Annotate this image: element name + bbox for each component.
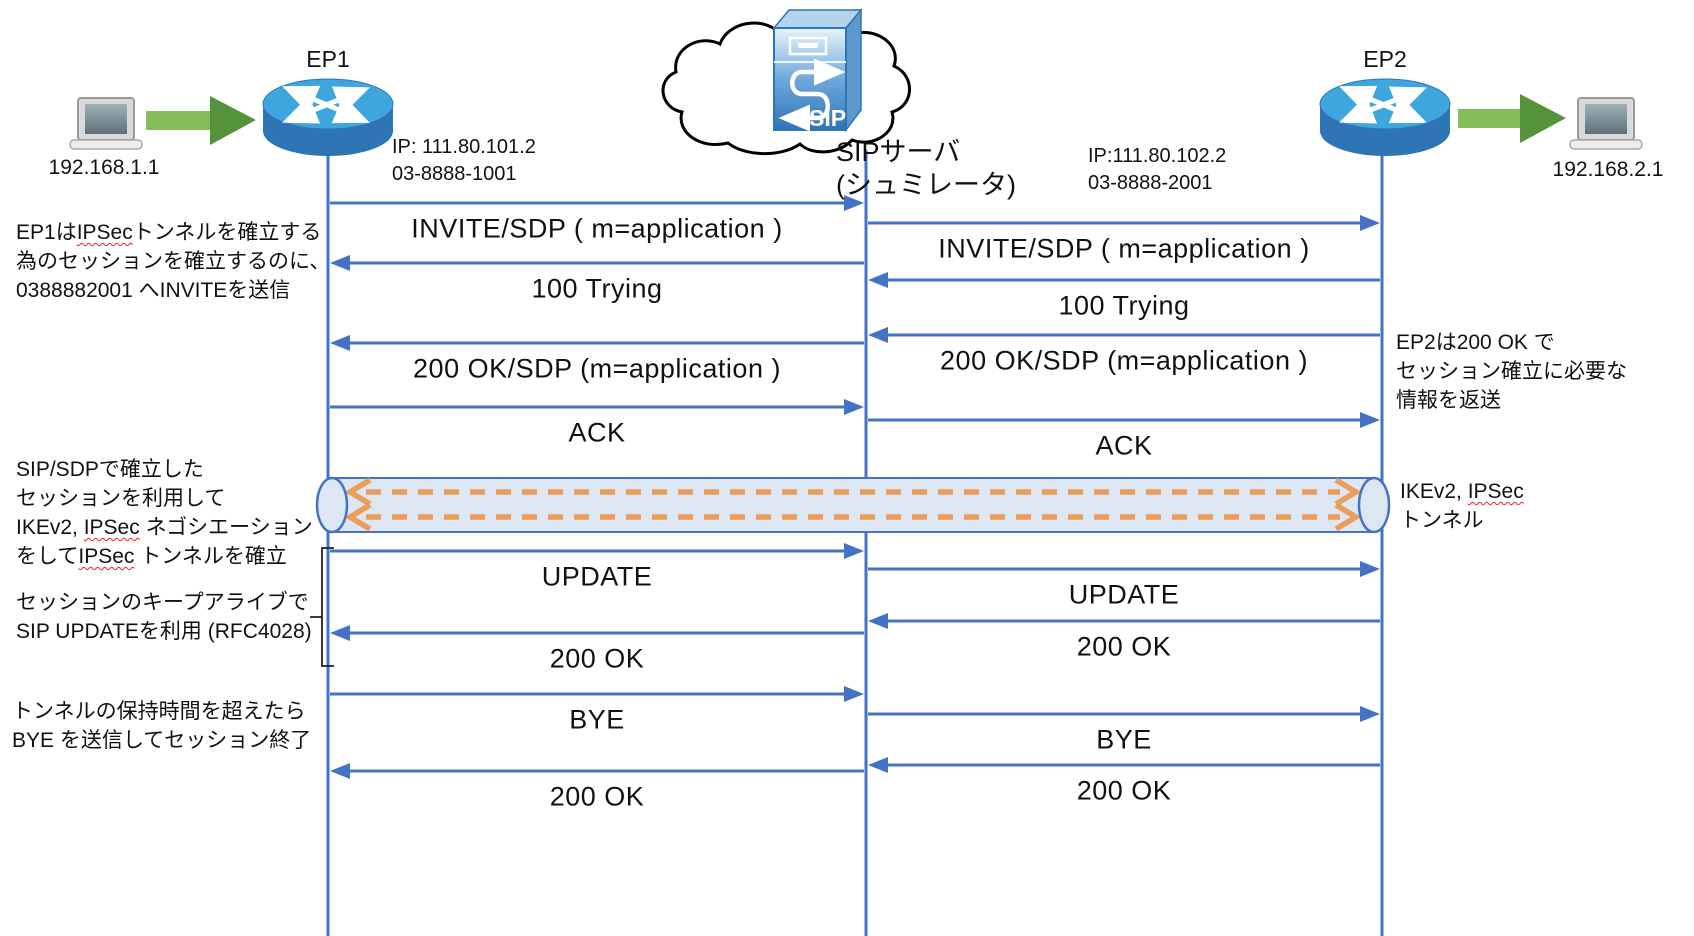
server-slot-glyph <box>788 36 828 56</box>
ep2-router-icon <box>1319 78 1451 156</box>
ep2-label: EP2 <box>1363 46 1407 72</box>
message-label: BYE <box>569 704 625 735</box>
message-label: 200 OK <box>549 643 645 674</box>
message-arrow-ack <box>330 399 864 415</box>
message-label: 200 OK <box>1076 631 1172 662</box>
note-text: SIP/SDPで確立した <box>16 458 204 481</box>
keepalive-bracket <box>310 547 334 667</box>
sip-server-label: SIPサーバ (シュミレータ) <box>836 136 1016 202</box>
note-text: EP2は200 OK で <box>1396 331 1555 354</box>
message-arrow-100-trying <box>330 255 864 271</box>
ep2-info-number: 03-8888-2001 <box>1088 172 1213 194</box>
message-arrow-200-ok <box>330 763 864 779</box>
message-arrow-200-ok <box>868 613 1380 629</box>
underlined-term: IPSec <box>76 221 133 244</box>
message-arrow-invite-sdp-m-application- <box>330 195 864 211</box>
message-arrow-200-ok <box>868 757 1380 773</box>
sip-server-label-line1: SIPサーバ <box>836 137 961 167</box>
message-label: 200 OK <box>1076 775 1172 806</box>
tunnel-end-right <box>1357 476 1391 534</box>
message-arrow-invite-sdp-m-application- <box>868 215 1380 231</box>
sip-s-arrow-glyph <box>778 58 846 132</box>
ep1-info-ip: IP: 111.80.101.2 <box>392 136 536 158</box>
router-arrows-glyph <box>282 85 370 124</box>
tunnel-dashed-arrows <box>344 477 1362 532</box>
message-arrow-200-ok-sdp-m-application- <box>868 327 1380 343</box>
message-arrow-bye <box>330 686 864 702</box>
left-host-ip: 192.168.1.1 <box>48 156 160 179</box>
left-annotation-3: セッションのキープアライブで SIP UPDATEを利用 (RFC4028) <box>16 588 312 646</box>
lifelines <box>326 150 1384 936</box>
message-label: 200 OK/SDP (m=application ) <box>413 353 781 384</box>
message-arrow-update <box>868 561 1380 577</box>
message-arrow-ack <box>868 412 1380 428</box>
underlined-term: IPSec <box>83 516 140 539</box>
ep2-info: IP:111.80.102.2 03-8888-2001 <box>1088 143 1226 197</box>
note-text: トンネルを確立する <box>132 221 322 244</box>
message-label: 200 OK <box>549 781 645 812</box>
note-text: セッションを利用して <box>16 487 226 510</box>
right-green-arrow <box>1458 94 1566 143</box>
sip-icon-label: SIP <box>809 105 846 131</box>
tunnel-end-left <box>315 476 349 534</box>
note-text: IKEv2, <box>1400 480 1468 503</box>
message-label: 100 Trying <box>1058 290 1190 321</box>
note-text: をして <box>16 545 79 568</box>
tunnel-arrowhead-left-bottom <box>344 502 372 532</box>
sip-server-icon: SIP <box>772 7 863 133</box>
message-label: ACK <box>1095 430 1153 461</box>
ep1-info-number: 03-8888-1001 <box>392 163 517 185</box>
right-host-laptop-icon <box>1569 97 1643 150</box>
note-text: 0388882001 へINVITEを送信 <box>16 279 291 302</box>
message-label: 200 OK/SDP (m=application ) <box>940 345 1308 376</box>
message-arrow-200-ok <box>330 625 864 641</box>
note-text: BYE を送信してセッション終了 <box>12 729 312 752</box>
left-annotation-2: SIP/SDPで確立したセッションを利用して IKEv2, IPSec ネゴシエー… <box>16 455 313 571</box>
message-label: UPDATE <box>1068 579 1180 610</box>
ep1-router-icon <box>262 78 394 156</box>
message-arrow-update <box>330 543 864 559</box>
tunnel-arrowhead-right-top <box>1334 477 1362 507</box>
note-text: 情報を返送 <box>1396 389 1501 412</box>
ep1-label: EP1 <box>306 46 350 72</box>
message-arrow-bye <box>868 706 1380 722</box>
note-text: SIP UPDATEを利用 (RFC4028) <box>16 620 312 643</box>
ep1-info: IP: 111.80.101.2 03-8888-1001 <box>392 134 536 188</box>
tunnel-label: IKEv2, IPSec トンネル <box>1400 477 1524 535</box>
left-host-laptop-icon <box>69 97 143 150</box>
left-green-arrow <box>146 96 256 145</box>
message-label: 100 Trying <box>531 273 663 304</box>
router-arrows-glyph <box>1339 85 1427 124</box>
right-host-ip: 192.168.2.1 <box>1552 158 1664 181</box>
note-text: トンネル <box>1400 509 1484 532</box>
note-text: ネゴシエーション <box>139 516 313 539</box>
message-label: INVITE/SDP ( m=application ) <box>938 233 1310 264</box>
tunnel-arrowhead-right-bottom <box>1334 502 1362 532</box>
ipsec-tunnel <box>315 476 1391 534</box>
message-arrow-100-trying <box>868 272 1380 288</box>
message-label: BYE <box>1096 724 1152 755</box>
note-text: IKEv2, <box>16 516 84 539</box>
messages-layer <box>330 195 1380 779</box>
note-text: トンネルの保持時間を超えたら <box>12 700 306 723</box>
tunnel-arrowhead-left-top <box>344 477 372 507</box>
note-text: トンネルを確立 <box>134 545 287 568</box>
note-text: EP1は <box>16 221 77 244</box>
underlined-term: IPSec <box>1467 480 1524 503</box>
note-text: セッション確立に必要な <box>1396 360 1627 383</box>
note-text: セッションのキープアライブで <box>16 591 309 614</box>
right-annotation-1: EP2は200 OK でセッション確立に必要な情報を返送 <box>1396 328 1627 415</box>
message-label: ACK <box>568 417 626 448</box>
message-arrow-200-ok-sdp-m-application- <box>330 335 864 351</box>
ep2-info-ip: IP:111.80.102.2 <box>1088 145 1227 167</box>
left-annotation-1: EP1はIPSecトンネルを確立する為のセッションを確立するのに、 0388882… <box>16 218 330 305</box>
note-text: 為のセッションを確立するのに、 <box>16 250 331 273</box>
message-label: UPDATE <box>541 561 653 592</box>
message-label: INVITE/SDP ( m=application ) <box>411 213 783 244</box>
underlined-term: IPSec <box>78 545 135 568</box>
sip-server-label-line2: (シュミレータ) <box>836 170 1016 200</box>
left-annotation-4: トンネルの保持時間を超えたら BYE を送信してセッション終了 <box>12 697 311 755</box>
